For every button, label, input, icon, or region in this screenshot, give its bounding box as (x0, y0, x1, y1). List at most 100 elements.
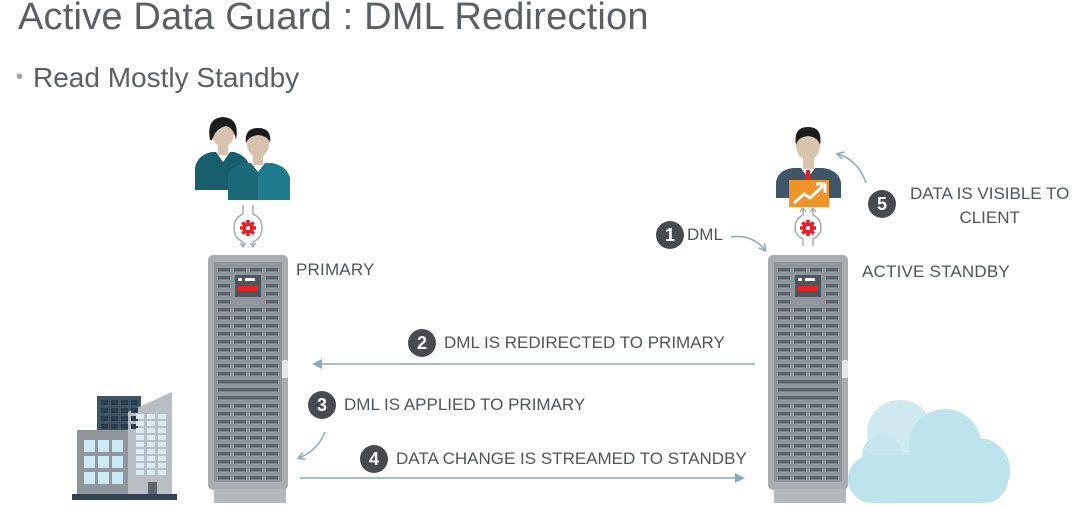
server-slot (826, 332, 838, 336)
server-slot (218, 348, 230, 352)
server-slot (218, 436, 230, 440)
server-bar (778, 388, 838, 392)
building-window (136, 463, 144, 468)
server-slot (778, 276, 790, 280)
server-slot (234, 356, 246, 360)
server-slot (250, 428, 262, 432)
building-window (158, 470, 166, 475)
server-slot (250, 436, 262, 440)
building-window (158, 463, 166, 468)
server-slot (218, 292, 230, 296)
server-slot (218, 476, 230, 480)
server-slot (266, 276, 278, 280)
server-slot (794, 324, 806, 328)
step-4: 4 DATA CHANGE IS STREAMED TO STANDBY (360, 445, 747, 473)
server-slot (826, 412, 838, 416)
server-slot (778, 420, 790, 424)
users-icon (195, 117, 290, 200)
server-slot (794, 436, 806, 440)
server-slot (234, 372, 246, 376)
server-slot (218, 356, 230, 360)
server-slot (826, 468, 838, 472)
server-slot (266, 308, 278, 312)
server-slot (794, 412, 806, 416)
building-window (136, 456, 144, 461)
building-window (131, 400, 138, 405)
server-slot (826, 268, 838, 272)
building-window (98, 440, 109, 452)
server-slot (778, 436, 790, 440)
server-slot (234, 420, 246, 424)
server-slot (826, 292, 838, 296)
building-window (112, 456, 123, 468)
building-window (101, 424, 108, 429)
server-slot (810, 324, 822, 328)
server-slot (810, 444, 822, 448)
server-slot (810, 372, 822, 376)
server-slot (218, 444, 230, 448)
building-window (158, 435, 166, 440)
server-slot (794, 452, 806, 456)
building-window (136, 421, 144, 426)
server-slot (218, 316, 230, 320)
server-slot (234, 452, 246, 456)
server-slot (810, 412, 822, 416)
server-slot (826, 284, 838, 288)
server-slot (826, 308, 838, 312)
server-slot (266, 284, 278, 288)
server-slot (778, 364, 790, 368)
step-2-text: DML IS REDIRECTED TO PRIMARY (444, 333, 725, 352)
step-2: 2 DML IS REDIRECTED TO PRIMARY (408, 329, 725, 357)
server-slot (826, 444, 838, 448)
server-slot (234, 412, 246, 416)
server-slot (266, 292, 278, 296)
server-slot (794, 404, 806, 408)
server-slot (810, 340, 822, 344)
building-window (98, 456, 109, 468)
server-slot (266, 364, 278, 368)
server-slot (794, 356, 806, 360)
building-window (111, 400, 118, 405)
server-status-bar (238, 286, 258, 291)
building-window (158, 442, 166, 447)
server-slot (810, 268, 822, 272)
server-slot (266, 348, 278, 352)
cloud-icon (848, 400, 1010, 503)
server-slot (778, 356, 790, 360)
server-slot (794, 308, 806, 312)
server-slot (218, 364, 230, 368)
server-slot (234, 436, 246, 440)
server-status-bar (798, 286, 818, 291)
server-slot (250, 468, 262, 472)
server-slot (266, 452, 278, 456)
server-slot (250, 460, 262, 464)
server-slot (266, 300, 278, 304)
server-slot (218, 276, 230, 280)
server-slot (250, 308, 262, 312)
building-window (147, 463, 155, 468)
server-led (238, 278, 242, 281)
building-window (121, 424, 128, 429)
server-slot (794, 460, 806, 464)
server-slot (218, 268, 230, 272)
building-window (121, 408, 128, 413)
gear-icon (800, 220, 816, 236)
server-slot (266, 412, 278, 416)
building-window (147, 456, 155, 461)
server-slot (826, 460, 838, 464)
server-slot (810, 332, 822, 336)
server-slot (778, 292, 790, 296)
server-slot (810, 436, 822, 440)
server-slot (250, 316, 262, 320)
building-window (121, 416, 128, 421)
server-slot (778, 300, 790, 304)
building-window (136, 470, 144, 475)
building-window (112, 472, 123, 484)
bullet-text: Read Mostly Standby (33, 62, 300, 93)
server-slot (250, 348, 262, 352)
server-slot (218, 372, 230, 376)
server-slot (250, 324, 262, 328)
server-slot (250, 340, 262, 344)
server-slot (266, 444, 278, 448)
server-slot (826, 428, 838, 432)
